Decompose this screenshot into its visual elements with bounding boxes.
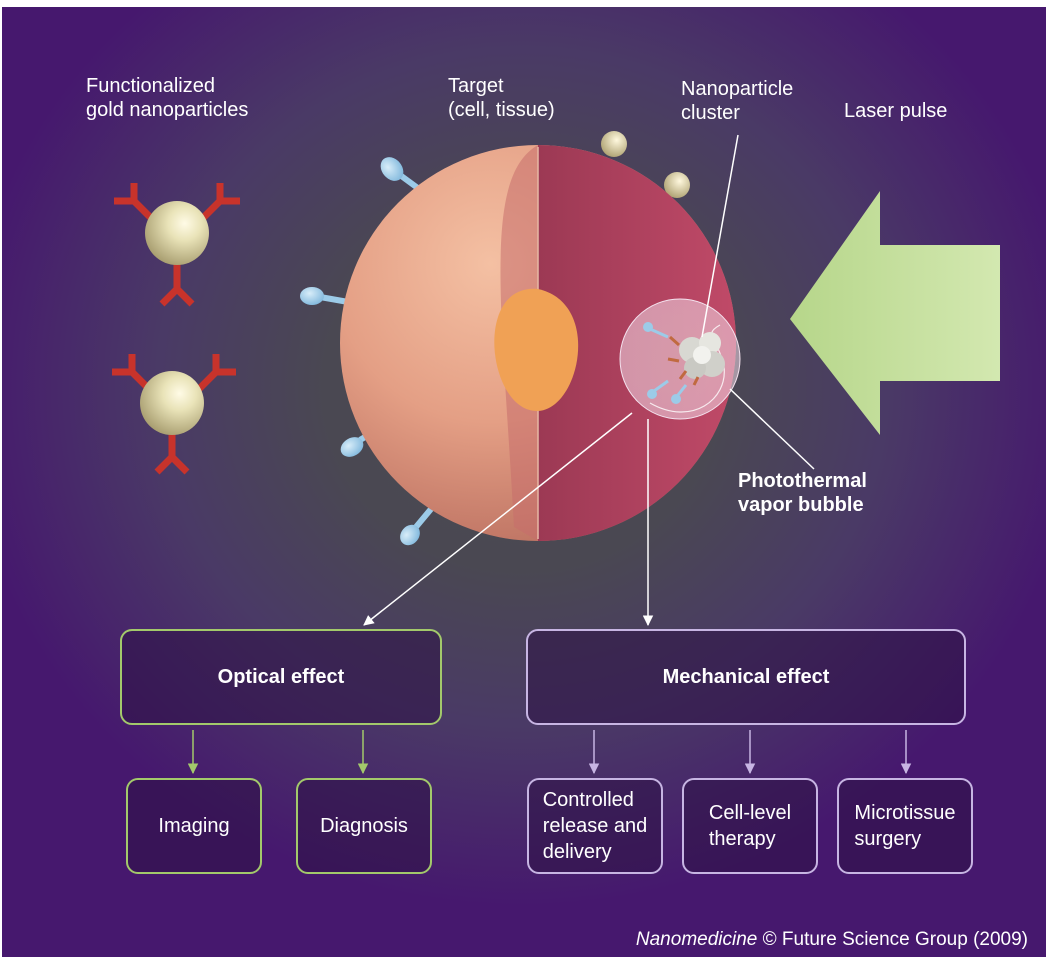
microtissue-surgery-label: Microtissue surgery: [854, 800, 955, 852]
surgery-line2: surgery: [854, 828, 922, 850]
cell-nucleus: [494, 288, 579, 412]
laser-arrow-icon: [790, 191, 1000, 435]
label-functionalized: Functionalized gold nanoparticles: [86, 74, 248, 122]
free-gold-particle: [601, 131, 627, 157]
controlled-line1: Controlled: [542, 789, 634, 811]
imaging-label: Imaging: [158, 815, 230, 837]
surgery-line1: Microtissue: [854, 802, 956, 824]
cell-therapy-box: Cell-level therapy: [682, 778, 818, 874]
vapor-bubble-icon: [619, 298, 741, 420]
label-target: Target (cell, tissue): [448, 74, 555, 122]
diagram-background: Functionalized gold nanoparticles Target…: [2, 7, 1046, 957]
diagram-illustration: [112, 131, 1000, 775]
controlled-release-box: Controlled release and delivery: [527, 778, 663, 874]
controlled-line2: release and: [542, 815, 648, 837]
label-bubble-line1: Photothermal: [738, 470, 867, 492]
free-gold-particle: [664, 172, 690, 198]
label-functionalized-line2: gold nanoparticles: [86, 99, 249, 121]
therapy-line1: Cell-level: [708, 802, 792, 824]
gold-nanoparticle-icon: [112, 354, 236, 475]
credit-line: Nanomedicine © Future Science Group (200…: [636, 929, 1028, 951]
cell-therapy-label: Cell-level therapy: [709, 800, 791, 852]
label-target-line2: (cell, tissue): [448, 99, 555, 121]
bubble-callout-line: [729, 388, 815, 470]
therapy-line2: therapy: [708, 828, 776, 850]
imaging-box: Imaging: [126, 778, 262, 874]
optical-effect-box: Optical effect: [120, 629, 442, 725]
mechanical-effect-label: Mechanical effect: [662, 666, 830, 688]
gold-nanoparticle-icon: [114, 183, 240, 307]
credit-journal: Nanomedicine: [635, 929, 758, 950]
diagnosis-label: Diagnosis: [320, 815, 408, 837]
microtissue-surgery-box: Microtissue surgery: [837, 778, 973, 874]
label-bubble-line2: vapor bubble: [738, 494, 864, 516]
nanoparticle-cluster: [679, 332, 725, 379]
credit-rest: © Future Science Group (2009): [757, 929, 1028, 950]
label-target-line1: Target: [448, 75, 504, 97]
diagnosis-box: Diagnosis: [296, 778, 432, 874]
arrow-to-optical: [363, 412, 633, 626]
mechanical-effect-box: Mechanical effect: [526, 629, 966, 725]
label-cluster: Nanoparticle cluster: [681, 77, 793, 125]
label-cluster-line2: cluster: [681, 102, 740, 124]
optical-effect-label: Optical effect: [217, 666, 345, 688]
controlled-line3: delivery: [542, 841, 612, 863]
label-functionalized-line1: Functionalized: [86, 75, 215, 97]
label-laser: Laser pulse: [844, 100, 948, 122]
label-bubble: Photothermal vapor bubble: [738, 469, 867, 517]
controlled-release-label: Controlled release and delivery: [543, 787, 648, 865]
label-cluster-line1: Nanoparticle: [681, 78, 794, 100]
cluster-callout-line: [701, 134, 739, 338]
